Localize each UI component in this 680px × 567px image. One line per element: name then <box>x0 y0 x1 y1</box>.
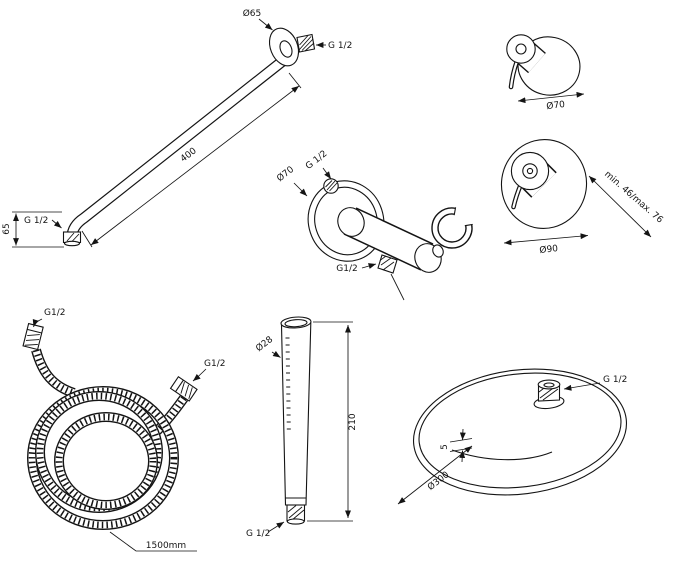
hand-shower-thread-leader <box>267 521 285 533</box>
mixer-large-knob-face <box>510 151 550 191</box>
hand-shower-length-label: 210 <box>348 413 358 430</box>
outlet-thread-leader <box>361 263 377 269</box>
arm-length-label: 400 <box>179 146 199 164</box>
hatch-lines <box>66 232 80 242</box>
mixer-small-dia-dim-line <box>517 91 585 104</box>
hand-shower-dia-label: Ø28 <box>254 334 276 354</box>
hand-shower-spray-face <box>284 319 308 328</box>
mixer-large-depth-dim-line <box>588 175 652 238</box>
length-extension-lines <box>81 72 302 248</box>
outlet-flange-dia-label: Ø70 <box>275 164 297 184</box>
holder-clip-end-caps <box>453 207 473 227</box>
head-thread-label: G 1/2 <box>603 375 627 385</box>
hand-shower-extension-lines <box>307 321 353 522</box>
outlet-inlet-thread-label: G 1/2 <box>304 149 329 172</box>
connector-top-face <box>537 379 561 390</box>
outlet-body-base-ring <box>337 207 365 237</box>
connector-thread-hole <box>543 382 555 388</box>
holder-pivot <box>432 244 444 258</box>
hose-fitting-top <box>22 322 44 351</box>
flange-dia-leader <box>258 18 273 31</box>
hatch-lines <box>325 180 338 192</box>
hand-shower-drawing: Ø28 210 G 1/2 <box>246 316 358 539</box>
arm-drop-height-label: 65 <box>2 223 12 234</box>
arm-flange-dia-label: Ø65 <box>243 8 262 19</box>
shower-hose-drawing: G1/2 G1/2 1500mm <box>22 308 225 552</box>
hose-tail-top <box>31 348 76 398</box>
head-thread-leader <box>563 382 601 391</box>
mixer-large-dia-label: Ø90 <box>539 243 559 256</box>
hatch-lines <box>379 255 395 271</box>
drop-extension-lines <box>12 211 64 248</box>
outlet-bottom-nipple <box>377 254 398 274</box>
mixer-small-knob-cap <box>515 43 527 55</box>
head-edge-arrow-top <box>459 428 466 441</box>
hatch-lines <box>298 35 315 52</box>
hose-coil-outer <box>27 386 179 530</box>
mixer-valve-small-drawing: Ø70 <box>506 34 585 112</box>
hand-shower-dia-leader <box>271 350 281 358</box>
arm-outlet-face <box>63 240 81 247</box>
hand-shower-body <box>280 322 312 506</box>
shower-head-drawing: G 1/2 Ø300 5 <box>397 368 627 505</box>
hose-thread-right-leader <box>192 368 207 382</box>
shower-head-inner-rim <box>418 372 622 489</box>
holder-clip-fill <box>432 208 472 248</box>
outlet-thread-leader <box>51 219 62 229</box>
shower-arm-drawing: Ø65 G 1/2 400 G 1/2 65 <box>2 8 352 248</box>
hose-thread-right-label: G1/2 <box>204 359 225 369</box>
arm-outlet-thread-label: G 1/2 <box>24 216 48 226</box>
hatch-lines <box>287 505 305 521</box>
hand-shower-connector-face <box>286 518 305 525</box>
hose-coil-inner <box>54 412 158 510</box>
inlet-thread-leader <box>322 167 332 180</box>
head-edge-arrow-bottom <box>459 450 466 463</box>
wall-outlet-drawing: G 1/2 Ø70 G1/2 <box>275 149 473 301</box>
mixer-small-dia-label: Ø70 <box>546 99 566 112</box>
mixer-large-dia-dim-line <box>503 233 589 246</box>
length-dim-line <box>90 85 300 246</box>
arm-wall-thread-label: G 1/2 <box>328 41 352 51</box>
outlet-outlet-thread-label: G1/2 <box>336 264 357 274</box>
hose-fitting-right <box>169 376 198 402</box>
outlet-flange-dia-leader <box>293 182 308 197</box>
mixer-valve-large-drawing: min. 46/max. 76 Ø90 <box>500 138 665 256</box>
mixer-large-knob-pin <box>526 167 534 175</box>
hose-length-label: 1500mm <box>146 541 186 551</box>
hose-thread-top-label: G1/2 <box>44 308 65 318</box>
hose-length-leader <box>109 531 197 552</box>
hand-shower-knurl-ticks <box>285 337 291 430</box>
head-edge-ticks <box>449 438 473 452</box>
wall-flange-hub <box>279 40 293 58</box>
hand-shower-thread-label: G 1/2 <box>246 529 270 539</box>
hose-tail-right <box>153 395 189 435</box>
mixer-small-knob-face <box>506 34 536 64</box>
hose-thread-top-leader <box>32 318 43 328</box>
wall-flange <box>268 27 300 67</box>
mixer-small-lever-fill <box>509 59 519 89</box>
outlet-centerline <box>390 273 405 301</box>
head-edge-height-label: 5 <box>440 444 450 450</box>
mixer-large-knob-ring <box>522 163 538 179</box>
